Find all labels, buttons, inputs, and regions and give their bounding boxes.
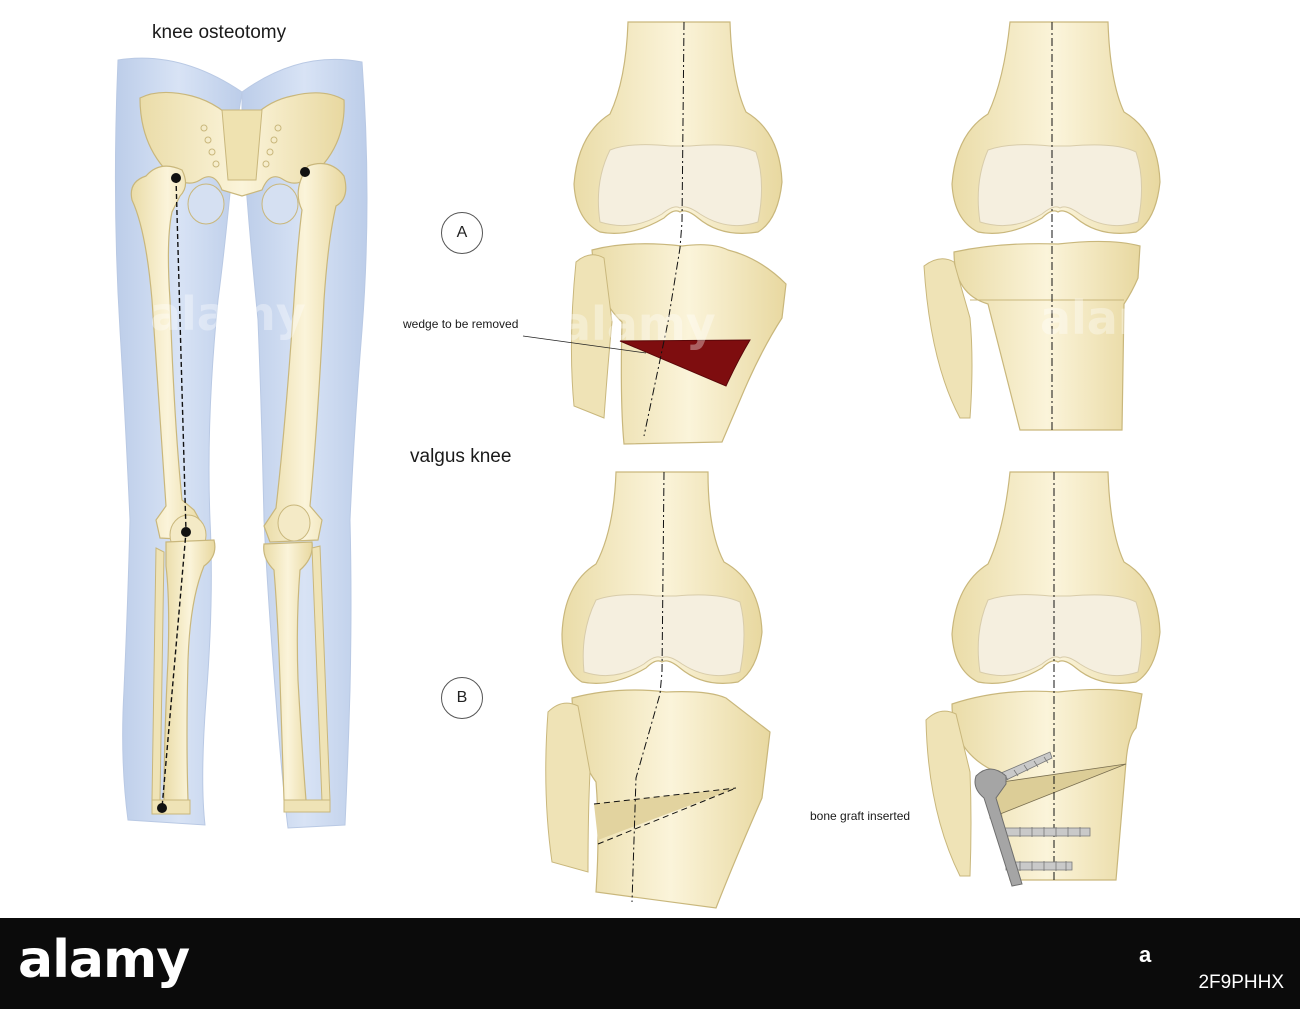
wedge-leader-line bbox=[522, 335, 647, 354]
fixation-plate bbox=[974, 768, 1023, 887]
knee-a-before bbox=[522, 21, 787, 445]
right-tibia bbox=[163, 539, 216, 807]
femoral-cartilage bbox=[597, 144, 763, 227]
right-femur bbox=[130, 165, 205, 541]
left-patella bbox=[277, 504, 311, 542]
footer-image-id: 2F9PHHX bbox=[1198, 972, 1284, 993]
footer-bar bbox=[0, 918, 1300, 1009]
knee-center-dot bbox=[181, 527, 191, 537]
plate-screws bbox=[993, 751, 1091, 871]
wedge-to-be-removed bbox=[619, 339, 751, 387]
hip-center-dot bbox=[171, 173, 181, 183]
femoral-cartilage bbox=[977, 144, 1143, 227]
sacrum bbox=[221, 109, 263, 181]
femoral-cartilage bbox=[977, 594, 1143, 677]
left-foot-bones bbox=[283, 799, 331, 813]
axis-line bbox=[643, 21, 685, 437]
knee-b-after bbox=[925, 471, 1161, 887]
footer-logo: alamy bbox=[18, 930, 190, 990]
diagram-title: knee osteotomy bbox=[152, 22, 287, 43]
watermark-center: alamy bbox=[560, 297, 716, 351]
valgus-knee-label: valgus knee bbox=[410, 446, 512, 467]
ankle-center-dot bbox=[157, 803, 167, 813]
left-femur bbox=[263, 163, 347, 543]
knee-a-after bbox=[923, 21, 1161, 431]
right-obturator bbox=[261, 183, 299, 225]
femoral-cartilage bbox=[582, 594, 745, 677]
footer-small-mark: a bbox=[1139, 942, 1152, 967]
left-hip-dot bbox=[300, 167, 310, 177]
axis-line bbox=[631, 471, 665, 903]
tibia bbox=[953, 240, 1141, 431]
marker-a: A bbox=[441, 212, 483, 254]
watermark-layer: alamy alamy alamy bbox=[150, 287, 1196, 351]
fibula bbox=[925, 710, 972, 877]
fibula bbox=[570, 254, 613, 419]
legs-figure bbox=[114, 57, 368, 829]
left-obturator bbox=[187, 183, 225, 225]
watermark-left: alamy bbox=[150, 287, 306, 341]
knee-osteotomy-illustration: alamy alamy alamy bbox=[114, 21, 1196, 909]
marker-b: B bbox=[441, 677, 483, 719]
planned-cut-lines bbox=[593, 787, 737, 845]
watermark-right: alamy bbox=[1040, 291, 1196, 345]
screw-threads bbox=[1003, 756, 1081, 871]
graft-annotation: bone graft inserted bbox=[810, 809, 911, 823]
fibula bbox=[545, 702, 591, 873]
sacral-foramina bbox=[200, 124, 282, 168]
bone-wedge-planned bbox=[594, 788, 736, 840]
knee-b-before bbox=[545, 471, 771, 909]
fibula bbox=[923, 258, 973, 419]
wedge-annotation: wedge to be removed bbox=[403, 317, 519, 331]
